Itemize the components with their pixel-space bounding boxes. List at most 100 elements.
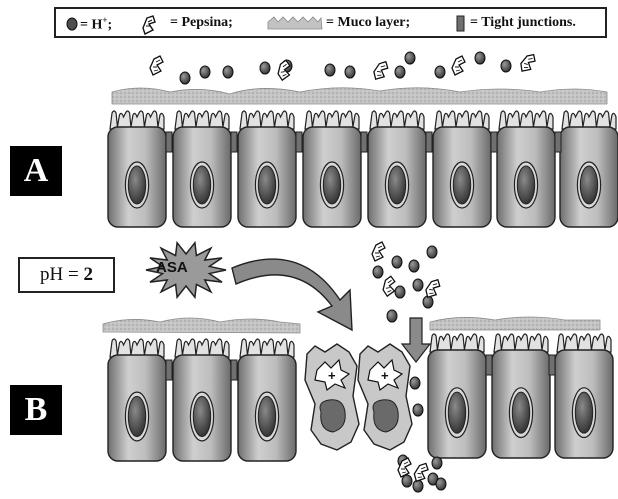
microvilli	[174, 338, 230, 358]
legend-muco-icon	[267, 16, 323, 30]
mucus-layer-b-right	[429, 316, 601, 331]
tight-junction	[490, 131, 498, 153]
epithelial-cell	[432, 110, 492, 228]
pepsina-molecule	[373, 60, 389, 81]
microvilli	[304, 110, 360, 130]
mucus-layer-a	[111, 87, 608, 105]
panel-b-epithelium: ++	[102, 316, 614, 462]
tight-junction	[165, 359, 173, 381]
legend-pepsina-label: = Pepsina;	[170, 15, 233, 30]
tight-junction	[230, 359, 238, 381]
pepsina-molecule	[149, 55, 164, 76]
epithelial-cell	[107, 338, 167, 462]
h-plus-ion	[408, 259, 420, 273]
h-plus-ion	[404, 51, 416, 65]
ph-value: 2	[83, 264, 93, 285]
h-plus-ion	[474, 51, 486, 65]
nucleus	[257, 165, 277, 205]
mucus-layer-b-left	[102, 317, 301, 334]
legend-tight-label: = Tight junctions.	[470, 15, 576, 30]
ph-box: pH = 2	[18, 257, 115, 293]
nucleus	[516, 165, 536, 205]
h-plus-ion	[426, 245, 438, 259]
h-plus-ion	[394, 285, 406, 299]
epithelial-cell	[172, 110, 232, 228]
diagram-overlay	[145, 240, 447, 493]
h-plus-ion	[394, 65, 406, 79]
h-plus-ion	[435, 477, 447, 491]
h-plus-ion	[259, 61, 271, 75]
microvilli	[556, 333, 612, 353]
microvilli	[429, 333, 485, 353]
nucleus	[574, 391, 594, 434]
panel-a-label: A	[10, 146, 62, 196]
h-plus-ion	[412, 403, 424, 417]
nucleus	[452, 165, 472, 205]
plus-sign: +	[381, 368, 389, 383]
legend-tight-junction-icon	[456, 15, 465, 32]
h-plus-ion	[401, 474, 413, 488]
tight-junction	[554, 131, 562, 153]
tight-junction	[360, 131, 368, 153]
panel-b-label: B	[10, 385, 62, 435]
h-plus-ion	[409, 376, 421, 390]
h-plus-ion	[324, 63, 336, 77]
nucleus	[447, 391, 467, 434]
h-plus-ion	[222, 65, 234, 79]
h-plus-ion	[199, 65, 211, 79]
legend-pepsina-icon	[142, 15, 156, 35]
pepsina-molecule	[277, 59, 291, 82]
h-plus-ion	[386, 309, 398, 323]
h-plus-ion	[500, 59, 512, 73]
asa-burst-inside	[367, 358, 404, 392]
h-plus-ion	[372, 265, 384, 279]
pepsina-molecule	[451, 55, 466, 76]
nucleus	[511, 391, 531, 434]
epithelial-cell	[367, 110, 427, 228]
legend-muco-label: = Muco layer;	[326, 15, 411, 30]
epithelial-cell	[107, 110, 167, 228]
microvilli	[369, 110, 425, 130]
asa-burst-inside	[314, 358, 351, 392]
legend-h-plus-label: = H+;	[80, 15, 113, 33]
panel-a-epithelium	[107, 51, 618, 228]
h-plus-ion	[344, 65, 356, 79]
nucleus	[387, 165, 407, 205]
tight-junction	[425, 131, 433, 153]
damaged-nucleus	[319, 399, 346, 433]
microvilli	[109, 338, 165, 358]
pepsina-molecule	[520, 53, 536, 72]
tight-junction	[165, 131, 173, 153]
damaged-nucleus	[372, 399, 399, 433]
microvilli	[239, 110, 295, 130]
epithelial-cell	[237, 338, 297, 462]
epithelial-cell	[554, 333, 614, 459]
pepsina-molecule	[425, 278, 441, 299]
asa-label: ASA	[156, 259, 188, 276]
epithelial-cell	[491, 333, 551, 459]
microvilli	[493, 333, 549, 353]
damaged-cell-body	[304, 343, 360, 451]
asa-starburst	[145, 240, 227, 300]
ph-prefix: pH =	[40, 264, 84, 285]
h-plus-ion	[434, 65, 446, 79]
nucleus	[322, 165, 342, 205]
down-arrow	[400, 317, 432, 363]
h-plus-ion	[412, 278, 424, 292]
h-plus-ion	[391, 255, 403, 269]
h-plus-ion	[431, 456, 443, 470]
tight-junction	[230, 131, 238, 153]
nucleus	[192, 395, 212, 438]
epithelial-cell	[427, 333, 487, 459]
microvilli	[561, 110, 617, 130]
nucleus	[127, 165, 147, 205]
nucleus	[579, 165, 599, 205]
microvilli	[239, 338, 295, 358]
legend-h-plus-icon	[66, 17, 78, 31]
pepsina-molecule	[371, 241, 386, 262]
pepsina-molecule	[413, 462, 429, 483]
epithelial-cell	[559, 110, 618, 228]
